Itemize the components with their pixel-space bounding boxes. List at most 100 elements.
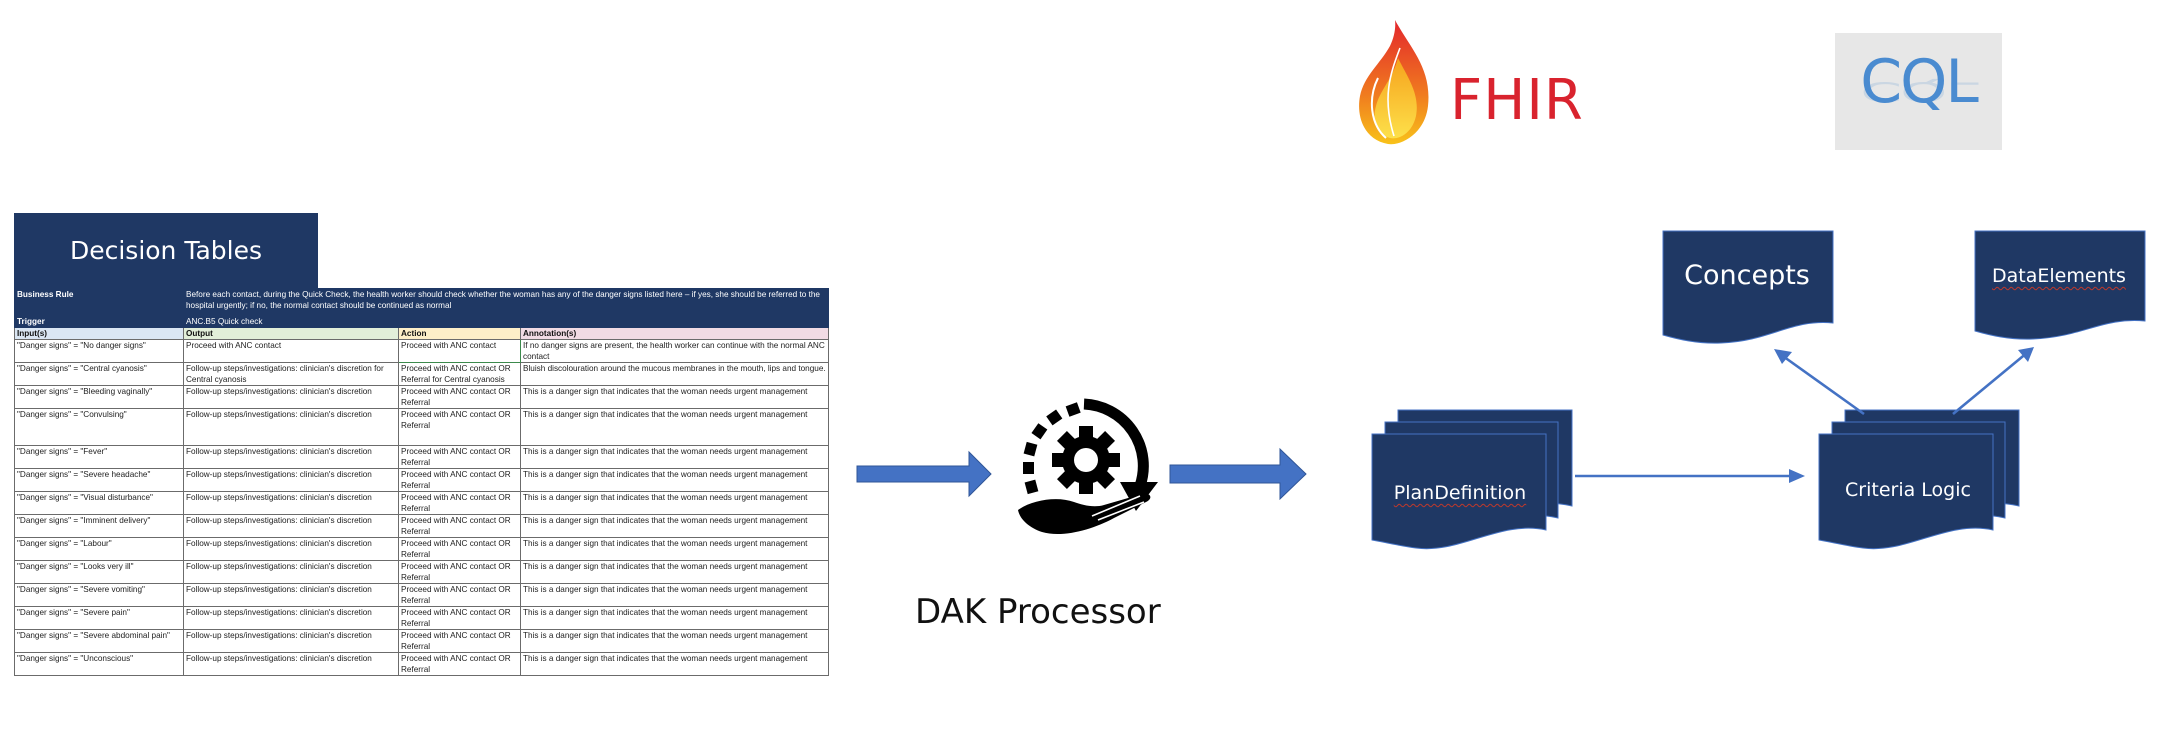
decision-tables-title: Decision Tables	[14, 213, 318, 288]
table-row: "Danger signs" = "Unconscious"Follow-up …	[14, 652, 829, 676]
cell-input: "Danger signs" = "Labour"	[14, 537, 184, 561]
cell-annotation: This is a danger sign that indicates tha…	[520, 583, 829, 607]
criteria-logic-docs	[1818, 409, 2020, 550]
cell-output: Follow-up steps/investigations: clinicia…	[183, 408, 399, 446]
cell-input: "Danger signs" = "Visual disturbance"	[14, 491, 184, 515]
cell-action: Proceed with ANC contact	[398, 339, 521, 363]
business-rule-row: Business Rule Before each contact, durin…	[14, 288, 829, 316]
cell-output: Follow-up steps/investigations: clinicia…	[183, 652, 399, 676]
cell-output: Follow-up steps/investigations: clinicia…	[183, 560, 399, 584]
cell-output: Follow-up steps/investigations: clinicia…	[183, 629, 399, 653]
cell-annotation: This is a danger sign that indicates tha…	[520, 560, 829, 584]
cell-output: Follow-up steps/investigations: clinicia…	[183, 537, 399, 561]
trigger-row: Trigger ANC.B5 Quick check	[14, 315, 829, 328]
cell-annotation: This is a danger sign that indicates tha…	[520, 652, 829, 676]
dak-processor-label: DAK Processor	[915, 592, 1161, 632]
cql-logo-reflection: CQL	[1860, 75, 1977, 108]
cell-output: Follow-up steps/investigations: clinicia…	[183, 385, 399, 409]
fhir-logo-text: FHIR	[1450, 68, 1584, 133]
cell-action: Proceed with ANC contact OR Referral	[398, 560, 521, 584]
concepts-doc	[1662, 230, 1834, 344]
cell-annotation: This is a danger sign that indicates tha…	[520, 514, 829, 538]
arrows-criteria-to-concepts-dataelements	[1774, 347, 2034, 416]
arrow-plan-to-criteria	[1575, 469, 1805, 483]
cell-action: Proceed with ANC contact OR Referral	[398, 514, 521, 538]
cell-input: "Danger signs" = "Unconscious"	[14, 652, 184, 676]
business-rule-text: Before each contact, during the Quick Ch…	[183, 288, 829, 316]
business-rule-label: Business Rule	[14, 288, 184, 316]
cell-annotation: This is a danger sign that indicates tha…	[520, 629, 829, 653]
arrow-to-data-elements	[1952, 347, 2034, 416]
column-header-output: Output	[183, 327, 399, 340]
cell-annotation: Bluish discolouration around the mucous …	[520, 362, 829, 386]
column-header-annotation: Annotation(s)	[520, 327, 829, 340]
table-row: "Danger signs" = "Severe pain"Follow-up …	[14, 606, 829, 630]
cell-output: Follow-up steps/investigations: clinicia…	[183, 491, 399, 515]
cell-action: Proceed with ANC contact OR Referral	[398, 583, 521, 607]
cell-action: Proceed with ANC contact OR Referral	[398, 468, 521, 492]
decision-table: Business Rule Before each contact, durin…	[14, 288, 829, 676]
gear-cycle-hand-icon	[1018, 398, 1158, 535]
cell-input: "Danger signs" = "Severe headache"	[14, 468, 184, 492]
arrow-to-concepts	[1774, 349, 1865, 416]
plan-definition-docs	[1371, 409, 1573, 550]
cql-logo: CQL CQL	[1835, 33, 2002, 150]
cell-annotation: This is a danger sign that indicates tha…	[520, 385, 829, 409]
table-row: "Danger signs" = "Severe vomiting"Follow…	[14, 583, 829, 607]
cell-input: "Danger signs" = "Looks very ill"	[14, 560, 184, 584]
cell-output: Follow-up steps/investigations: clinicia…	[183, 583, 399, 607]
cell-output: Follow-up steps/investigations: clinicia…	[183, 606, 399, 630]
plan-definition-label: PlanDefinition	[1393, 482, 1527, 504]
table-row: "Danger signs" = "Imminent delivery"Foll…	[14, 514, 829, 538]
cell-action: Proceed with ANC contact OR Referral	[398, 629, 521, 653]
table-row: "Danger signs" = "Labour"Follow-up steps…	[14, 537, 829, 561]
table-row: "Danger signs" = "Fever"Follow-up steps/…	[14, 445, 829, 469]
cell-input: "Danger signs" = "Convulsing"	[14, 408, 184, 446]
trigger-value: ANC.B5 Quick check	[183, 315, 829, 328]
cell-output: Follow-up steps/investigations: clinicia…	[183, 445, 399, 469]
cell-input: "Danger signs" = "Severe pain"	[14, 606, 184, 630]
cell-output: Follow-up steps/investigations: clinicia…	[183, 468, 399, 492]
column-header-action: Action	[398, 327, 521, 340]
cell-input: "Danger signs" = "Severe abdominal pain"	[14, 629, 184, 653]
table-row: "Danger signs" = "Severe abdominal pain"…	[14, 629, 829, 653]
cell-action: Proceed with ANC contact OR Referral	[398, 606, 521, 630]
cell-annotation: This is a danger sign that indicates tha…	[520, 445, 829, 469]
cell-annotation: This is a danger sign that indicates tha…	[520, 537, 829, 561]
cell-output: Follow-up steps/investigations: clinicia…	[183, 514, 399, 538]
cell-annotation: If no danger signs are present, the heal…	[520, 339, 829, 363]
cell-input: "Danger signs" = "Imminent delivery"	[14, 514, 184, 538]
table-header-row: Input(s) Output Action Annotation(s)	[14, 327, 829, 340]
cell-annotation: This is a danger sign that indicates tha…	[520, 606, 829, 630]
cell-annotation: This is a danger sign that indicates tha…	[520, 491, 829, 515]
cql-logo-text: CQL	[1860, 47, 1979, 117]
table-row: "Danger signs" = "No danger signs"Procee…	[14, 339, 829, 363]
cell-action: Proceed with ANC contact OR Referral for…	[398, 362, 521, 386]
data-elements-label: DataElements	[1992, 265, 2126, 287]
concepts-label: Concepts	[1684, 260, 1810, 291]
cell-annotation: This is a danger sign that indicates tha…	[520, 408, 829, 446]
criteria-logic-label: Criteria Logic	[1845, 479, 1971, 501]
cell-action: Proceed with ANC contact OR Referral	[398, 652, 521, 676]
cell-input: "Danger signs" = "Central cyanosis"	[14, 362, 184, 386]
cell-input: "Danger signs" = "Severe vomiting"	[14, 583, 184, 607]
table-row: "Danger signs" = "Central cyanosis"Follo…	[14, 362, 829, 386]
cell-annotation: This is a danger sign that indicates tha…	[520, 468, 829, 492]
table-row: "Danger signs" = "Bleeding vaginally"Fol…	[14, 385, 829, 409]
cell-action: Proceed with ANC contact OR Referral	[398, 491, 521, 515]
cell-output: Proceed with ANC contact	[183, 339, 399, 363]
cell-action: Proceed with ANC contact OR Referral	[398, 537, 521, 561]
table-row: "Danger signs" = "Severe headache"Follow…	[14, 468, 829, 492]
column-header-input: Input(s)	[14, 327, 184, 340]
arrow-to-processor	[856, 450, 992, 498]
flame-icon	[1359, 20, 1429, 145]
cell-output: Follow-up steps/investigations: clinicia…	[183, 362, 399, 386]
trigger-label: Trigger	[14, 315, 184, 328]
cell-action: Proceed with ANC contact OR Referral	[398, 408, 521, 446]
table-row: "Danger signs" = "Visual disturbance"Fol…	[14, 491, 829, 515]
arrow-to-fhir-outputs	[1169, 447, 1307, 501]
cell-input: "Danger signs" = "No danger signs"	[14, 339, 184, 363]
cell-action: Proceed with ANC contact OR Referral	[398, 385, 521, 409]
table-row: "Danger signs" = "Convulsing"Follow-up s…	[14, 408, 829, 446]
cell-input: "Danger signs" = "Fever"	[14, 445, 184, 469]
